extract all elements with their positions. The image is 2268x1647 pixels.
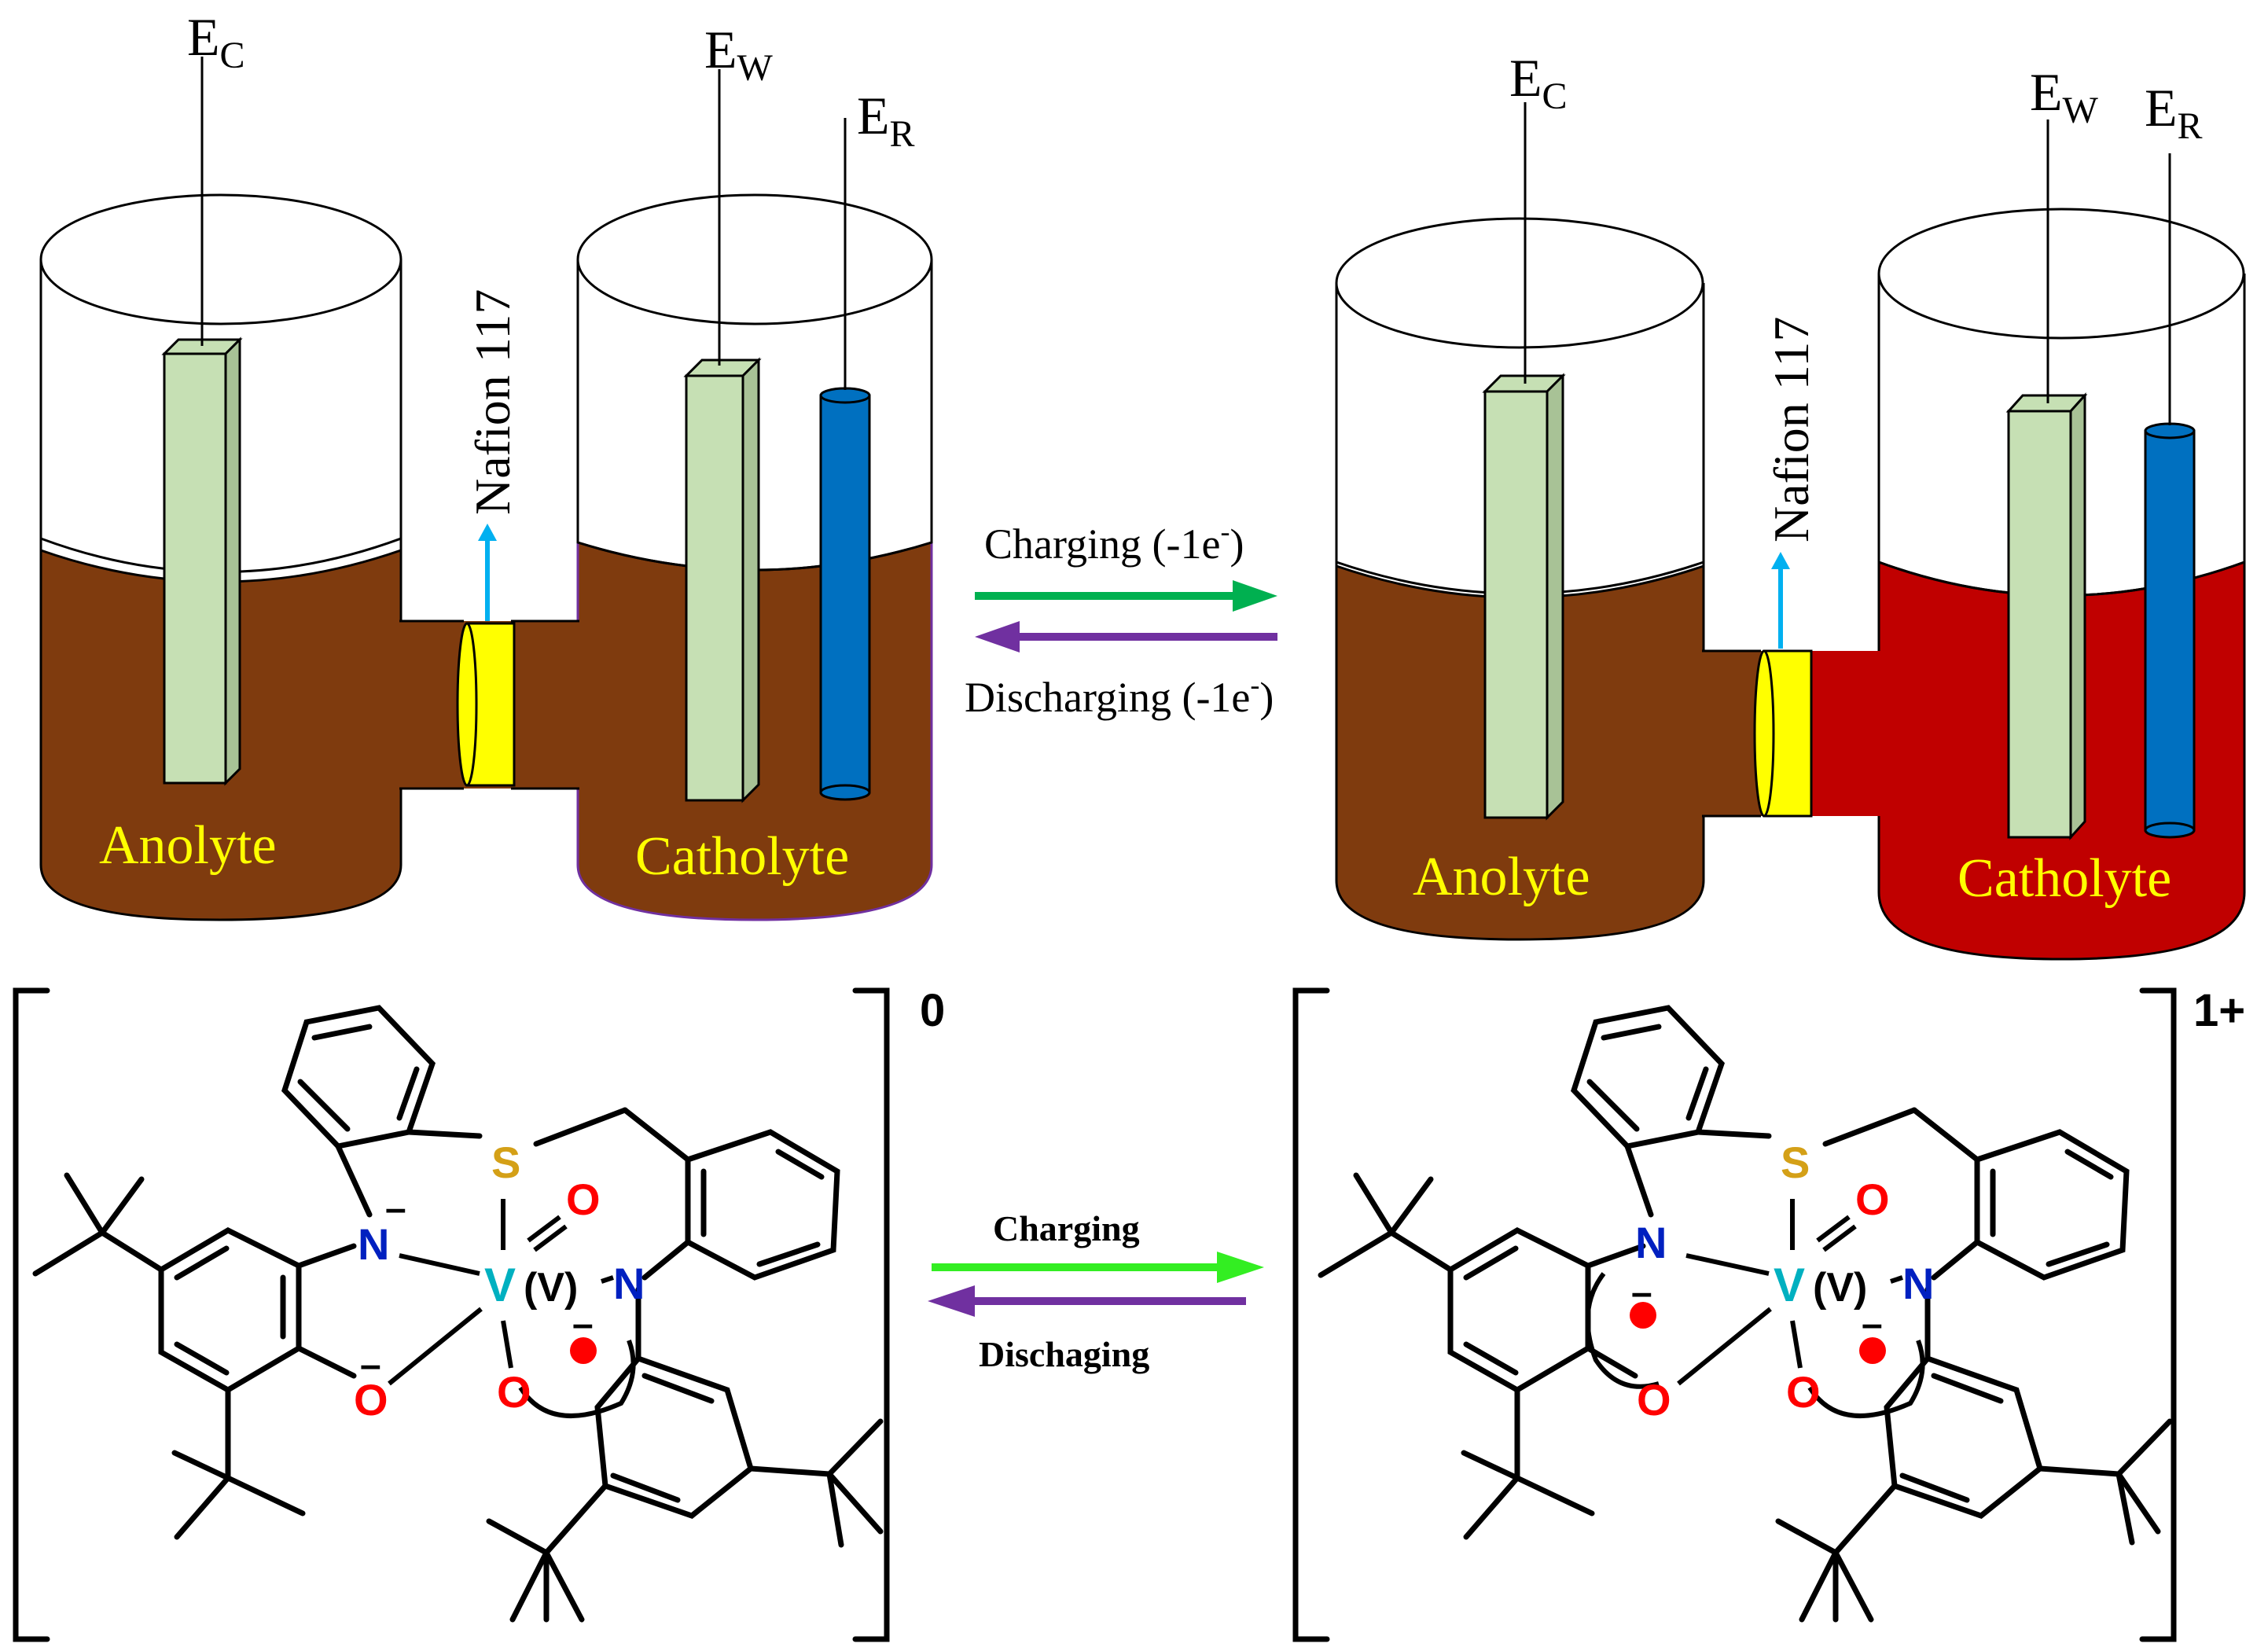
right-working-electrode [2005,119,2088,840]
left-oxo-oxygen: O [566,1175,601,1224]
right-complex-charge: 1+ [2193,985,2245,1036]
right-sulfur-atom: S [1781,1138,1810,1187]
right-nafion-label: Nafion 117 [1763,317,1819,542]
left-amide-minus: – [385,1188,406,1230]
right-working-electrode-label: EW [2030,62,2099,131]
right-reference-electrode-label: ER [2145,78,2203,147]
left-counter-electrode-label: EC [187,7,245,76]
left-working-electrode [683,69,762,803]
cell-discharging-label: Discharging (-1e-) [965,669,1274,721]
right-oxo-oxygen: O [1855,1175,1890,1224]
right-molecule-skeleton [1318,1005,2173,1623]
right-cell: EC EW ER Nafion 117 Anolyte Catholyte [1335,48,2246,961]
cell-reaction-arrows: Charging (-1e-) Discharging (-1e-) [965,516,1277,721]
right-vanadium-atom: V [1774,1259,1805,1311]
left-reference-electrode [819,118,871,801]
left-nafion-label: Nafion 117 [465,289,520,515]
complex-charging-label: Charging [993,1208,1140,1248]
left-oxidation-state: (V) [524,1265,578,1311]
right-bracket-close [2139,987,2177,1642]
complex-reaction-arrows: Charging Dischaging [928,1208,1264,1374]
right-counter-electrode-label: EC [1509,48,1568,117]
left-imine-nitrogen: N [613,1259,645,1308]
right-left-radical-dot [1630,1302,1656,1329]
left-vanadium-atom: V [484,1259,516,1311]
right-right-radical-dot [1859,1337,1886,1364]
right-nafion-membrane [1753,649,1813,818]
right-complex: 1+ [1292,985,2245,1642]
right-catholyte-label: Catholyte [1957,848,2171,909]
left-catholyte-label: Catholyte [635,826,849,887]
left-phenolate-minus: – [360,1344,381,1386]
left-quinone-oxygen: O [497,1367,531,1417]
left-bracket-close [852,987,890,1642]
left-counter-electrode [161,57,243,786]
left-working-electrode-label: EW [704,20,774,89]
left-molecule-skeleton [32,1005,884,1623]
right-quinone-oxygen: O [1786,1367,1821,1417]
right-oxidation-state: (V) [1813,1265,1867,1311]
right-nafion-arrow [1771,552,1790,649]
left-nafion-arrow [478,524,497,621]
left-amide-nitrogen: N [358,1219,389,1269]
left-cell: EC EW ER Nafion 117 Anolyte Catholyte [39,7,933,921]
right-reference-electrode [2144,153,2196,839]
cell-charging-label: Charging (-1e-) [984,516,1244,568]
left-nafion-membrane [456,622,516,787]
left-radical-dot [570,1337,597,1364]
left-phenolate-oxygen: O [354,1375,388,1425]
right-phenolate-oxygen: O [1637,1375,1671,1425]
left-complex-charge: 0 [920,985,945,1036]
right-bracket-open [1292,987,1330,1642]
left-anolyte-label: Anolyte [99,815,277,876]
left-bracket-open [13,987,50,1642]
complex-discharging-label: Dischaging [979,1334,1149,1374]
right-imine-nitrogen: N [1902,1259,1934,1308]
left-reference-electrode-label: ER [857,86,915,155]
right-amide-nitrogen: N [1635,1218,1667,1267]
left-complex: 0 [13,985,945,1642]
right-anolyte-label: Anolyte [1413,847,1590,907]
right-counter-electrode [1482,102,1566,821]
right-tube-catholyte-side [1808,651,1880,816]
left-sulfur-atom: S [491,1138,520,1187]
